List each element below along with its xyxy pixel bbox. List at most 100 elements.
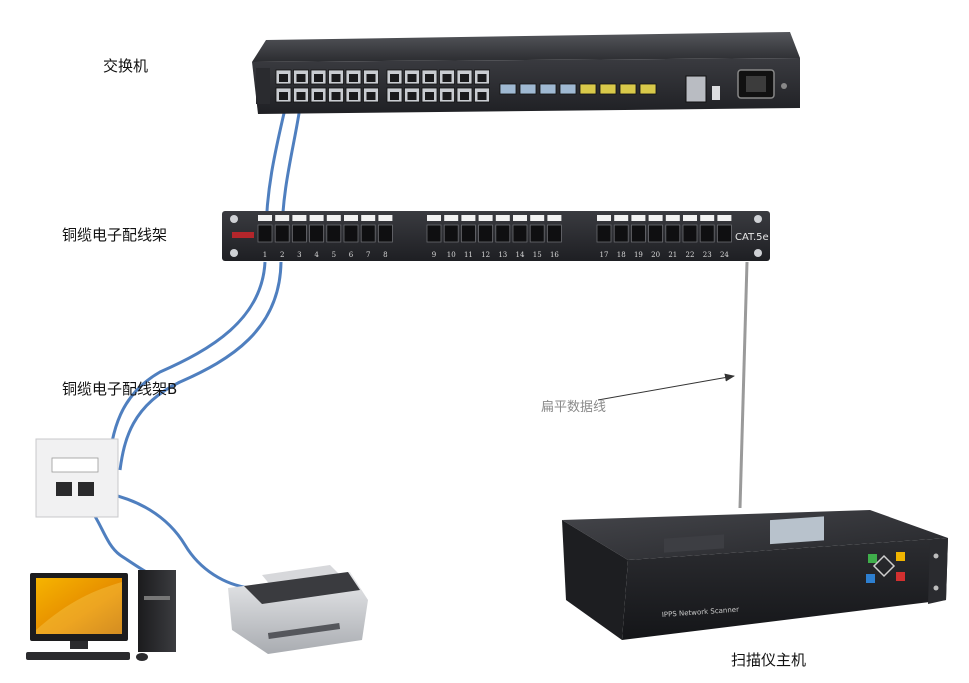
patch-port-number-13: 13 xyxy=(498,251,507,259)
switch-port-socket-a-2 xyxy=(296,74,306,82)
switch-port-socket-b-6 xyxy=(477,74,487,82)
switch-port-socket-b-5 xyxy=(460,74,469,82)
printer-top-cover xyxy=(244,572,360,604)
patch-port-6 xyxy=(343,224,359,243)
patch-port-label-7 xyxy=(361,215,376,221)
patch-port-number-4: 4 xyxy=(314,251,319,259)
keyboard xyxy=(26,652,130,660)
switch-port-socket-b-7 xyxy=(390,92,399,100)
wall-plate-jack-1 xyxy=(56,482,72,496)
patch-port-number-9: 9 xyxy=(432,251,436,259)
patch-port-label-15 xyxy=(530,215,545,221)
switch-port-socket-a-9 xyxy=(314,92,323,100)
switch-port-socket-a-10 xyxy=(331,92,341,100)
scanner-rack-ear xyxy=(928,538,948,604)
switch-port-socket-a-4 xyxy=(331,74,341,82)
switch-port-socket-b-10 xyxy=(442,92,452,100)
patch-port-number-17: 17 xyxy=(600,251,609,259)
mouse xyxy=(136,653,148,661)
switch-port-socket-a-6 xyxy=(366,74,376,82)
patch-port-17 xyxy=(596,224,612,243)
patch-port-4 xyxy=(309,224,325,243)
patch-port-label-2 xyxy=(275,215,290,221)
patch-port-label-18 xyxy=(614,215,629,221)
switch-sfp-port-6 xyxy=(599,83,617,95)
patch-port-number-19: 19 xyxy=(634,251,643,259)
patch-port-10 xyxy=(443,224,459,243)
switch-status-leds xyxy=(256,68,270,104)
patch-port-number-20: 20 xyxy=(651,251,660,259)
scanner-top-surface xyxy=(562,510,948,560)
patch-port-number-24: 24 xyxy=(720,251,729,259)
switch-power-inlet xyxy=(746,76,766,92)
scanner-host: IPPS Network Scanner xyxy=(562,510,948,640)
monitor-stand xyxy=(70,641,88,649)
cable-panel-to-wallplate-2 xyxy=(118,261,283,471)
switch-port-socket-a-12 xyxy=(366,92,376,100)
patch-port-15 xyxy=(529,224,545,243)
wall-outlet-plate xyxy=(35,438,119,518)
patch-port-number-21: 21 xyxy=(668,251,677,259)
switch-sfp-port-7 xyxy=(619,83,637,95)
switch-port-socket-b-8 xyxy=(407,92,417,100)
switch-port-socket-a-7 xyxy=(279,92,288,100)
cable-panel-to-wallplate-1 xyxy=(106,261,267,471)
scanner-button-red xyxy=(896,572,905,581)
switch-port-socket-b-2 xyxy=(407,74,417,82)
patch-port-5 xyxy=(326,224,342,243)
network-switch xyxy=(252,32,800,114)
switch-sfp-port-2 xyxy=(519,83,537,95)
patch-port-number-2: 2 xyxy=(280,251,284,259)
scanner-mount-hole-2 xyxy=(933,585,939,591)
patch-port-number-16: 16 xyxy=(550,251,559,259)
patch-port-23 xyxy=(699,224,715,243)
patch-port-20 xyxy=(648,224,663,243)
patch-port-2 xyxy=(274,224,290,243)
switch-console-port xyxy=(685,75,707,103)
patch-port-label-19 xyxy=(631,215,646,221)
patch-port-number-7: 7 xyxy=(366,251,370,259)
patch-panel-brand-logo xyxy=(232,232,254,238)
switch-port-socket-a-1 xyxy=(279,74,288,82)
wall-plate-body xyxy=(35,438,119,518)
patch-port-number-22: 22 xyxy=(686,251,695,259)
patch-port-number-6: 6 xyxy=(349,251,354,259)
cables xyxy=(67,99,749,590)
switch-sfp-port-3 xyxy=(539,83,557,95)
switch-port-socket-b-4 xyxy=(442,74,452,82)
patch-port-24 xyxy=(717,224,732,243)
patch-port-label-20 xyxy=(648,215,663,221)
switch-port-socket-a-11 xyxy=(349,92,358,100)
switch-port-socket-b-9 xyxy=(425,92,434,100)
switch-sfp-ports xyxy=(499,83,657,95)
patch-port-label-23 xyxy=(700,215,715,221)
patch-port-label-9 xyxy=(427,215,441,221)
patch-port-label-22 xyxy=(683,215,697,221)
patch-port-18 xyxy=(613,224,629,243)
scanner-mount-hole-1 xyxy=(933,553,939,559)
patch-port-label-12 xyxy=(478,215,493,221)
switch-sfp-port-4 xyxy=(559,83,577,95)
scanner-port-block xyxy=(664,534,724,553)
patch-port-number-3: 3 xyxy=(297,251,301,259)
printer xyxy=(228,565,368,654)
computer-tower xyxy=(138,570,176,652)
scanner-lcd-display xyxy=(770,516,824,545)
patch-port-label-16 xyxy=(547,215,562,221)
scanner-front-panel xyxy=(622,538,948,640)
patch-port-13 xyxy=(495,224,511,243)
patch-port-label-24 xyxy=(717,215,732,221)
patch-port-label-6 xyxy=(344,215,358,221)
patch-port-number-10: 10 xyxy=(447,251,456,259)
wall-plate-label-strip xyxy=(51,457,99,473)
patch-port-19 xyxy=(631,224,646,243)
patch-port-label-1 xyxy=(258,215,272,221)
patch-panel-mount-hole-left-bottom xyxy=(230,249,238,257)
patch-port-22 xyxy=(682,224,698,243)
patch-port-number-23: 23 xyxy=(703,251,712,259)
switch-port-socket-b-12 xyxy=(477,92,487,100)
patch-panel-mount-hole-right-top xyxy=(754,215,762,223)
patch-port-label-4 xyxy=(309,215,324,221)
